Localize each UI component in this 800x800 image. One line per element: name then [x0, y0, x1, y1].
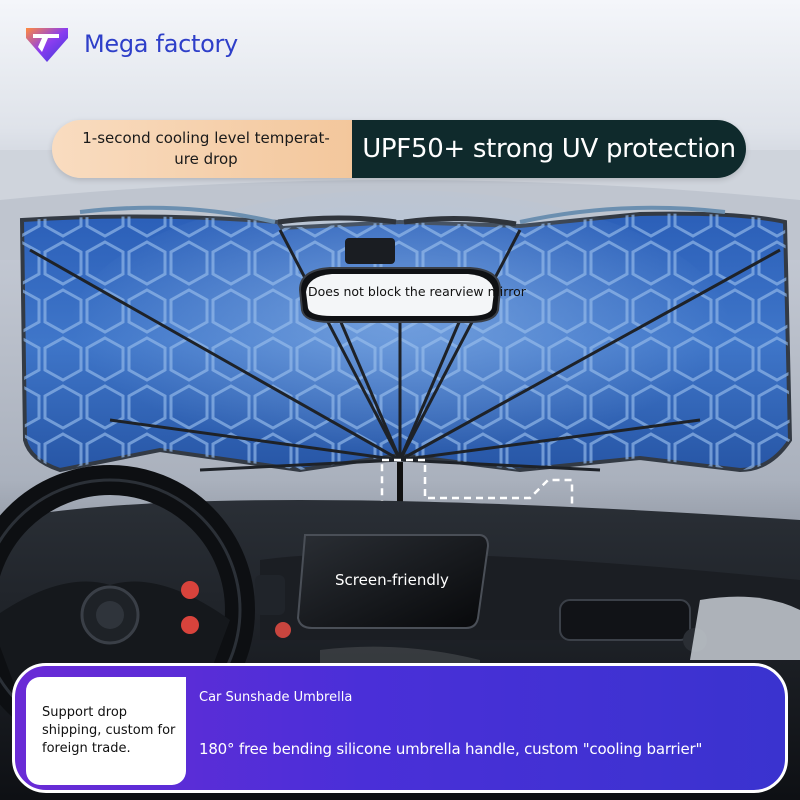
uv-feature: UPF50+ strong UV protection — [352, 120, 746, 178]
brand-logo-icon — [26, 28, 68, 62]
brand-name: Mega factory — [84, 30, 238, 58]
brand-header: Mega factory — [22, 22, 238, 66]
uv-feature-text: UPF50+ strong UV protection — [362, 134, 736, 164]
feature-banner: 1-second cooling level temperat- ure dro… — [52, 120, 746, 178]
product-title: Car Sunshade Umbrella — [199, 690, 353, 705]
screen-callout: Screen-friendly — [335, 571, 449, 589]
dropship-text: Support drop shipping, custom for foreig… — [42, 705, 176, 756]
cooling-feature-text: 1-second cooling level temperat- ure dro… — [82, 129, 330, 168]
dropship-card: Support drop shipping, custom for foreig… — [26, 677, 186, 785]
mirror-callout: Does not block the rearview mirror — [308, 284, 526, 299]
cooling-feature: 1-second cooling level temperat- ure dro… — [52, 120, 352, 178]
product-description: 180° free bending silicone umbrella hand… — [199, 740, 703, 758]
